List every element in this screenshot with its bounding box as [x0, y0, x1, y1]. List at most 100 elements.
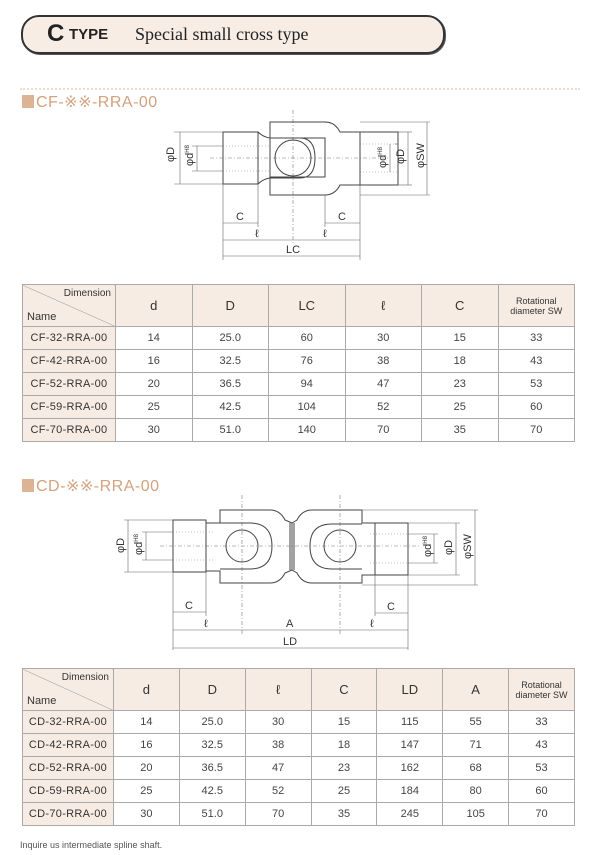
value-cell: 25.0 — [178, 710, 246, 734]
type-subtitle: Special small cross type — [135, 24, 309, 44]
value-cell: 20 — [113, 756, 180, 780]
cross-circle — [274, 139, 312, 177]
value-cell: 68 — [442, 756, 510, 780]
dim-C-right: C — [387, 601, 395, 613]
col-header: C — [310, 668, 378, 711]
model-name-cell: CF-42-RRA-00 — [22, 349, 116, 373]
dim-phid-right: φdH8 — [422, 535, 434, 557]
dim-l-right: ℓ — [323, 228, 327, 240]
value-cell: 38 — [244, 733, 312, 757]
col-header: ℓ — [244, 668, 312, 711]
value-cell: 25 — [310, 779, 378, 803]
dim-C-left: C — [185, 600, 193, 612]
col-header: D — [191, 284, 269, 327]
dim-l-left: ℓ — [255, 228, 259, 240]
value-cell: 147 — [376, 733, 444, 757]
dim-phiSW: φSW — [462, 534, 474, 559]
value-cell: 20 — [115, 372, 193, 396]
right-shaft — [374, 522, 409, 576]
model-name-cell: CD-70-RRA-00 — [22, 802, 114, 826]
value-cell: 245 — [376, 802, 444, 826]
cf-drawing: φD φdH8 φdH8 φD φSW C C ℓ ℓ LC — [165, 110, 430, 260]
dim-phiD-left: φD — [165, 147, 177, 162]
cross-circle-left — [225, 529, 259, 563]
square-bullet-icon — [22, 95, 34, 108]
dim-l-left: ℓ — [204, 618, 208, 630]
value-cell: 43 — [497, 349, 575, 373]
right-yoke — [269, 121, 361, 196]
value-cell: 32.5 — [191, 349, 269, 373]
value-cell: 25 — [115, 395, 193, 419]
value-cell: 36.5 — [191, 372, 269, 396]
value-cell: 38 — [344, 349, 422, 373]
value-cell: 70 — [497, 418, 575, 442]
model-name-cell: CD-59-RRA-00 — [22, 779, 114, 803]
value-cell: 53 — [497, 372, 575, 396]
value-cell: 60 — [497, 395, 575, 419]
dim-phiD-right: φD — [443, 540, 455, 555]
col-header: ℓ — [344, 284, 422, 327]
value-cell: 30 — [344, 326, 422, 350]
section-title-cf: CF-※※-RRA-00 — [22, 92, 158, 112]
col-header: C — [421, 284, 499, 327]
value-cell: 33 — [497, 326, 575, 350]
dim-phid-right: φdH8 — [377, 146, 389, 168]
square-bullet-icon — [22, 479, 34, 492]
value-cell: 16 — [113, 733, 180, 757]
value-cell: 25 — [113, 779, 180, 803]
col-header: LD — [376, 668, 444, 711]
model-name-cell: CF-59-RRA-00 — [22, 395, 116, 419]
value-cell: 55 — [442, 710, 510, 734]
value-cell: 42.5 — [178, 779, 246, 803]
value-cell: 25 — [421, 395, 499, 419]
footnote: Inquire us intermediate spline shaft. — [20, 840, 163, 850]
left-shaft — [172, 519, 207, 573]
value-cell: 14 — [113, 710, 180, 734]
dim-C-right: C — [338, 211, 346, 223]
value-cell: 47 — [244, 756, 312, 780]
model-name-cell: CF-32-RRA-00 — [22, 326, 116, 350]
dim-phiD-right: φD — [395, 149, 407, 164]
value-cell: 52 — [244, 779, 312, 803]
value-cell: 30 — [244, 710, 312, 734]
value-cell: 140 — [268, 418, 346, 442]
value-cell: 25.0 — [191, 326, 269, 350]
type-label: TYPE — [69, 26, 109, 43]
value-cell: 51.0 — [178, 802, 246, 826]
value-cell: 32.5 — [178, 733, 246, 757]
type-header-banner: C TYPE Special small cross type — [21, 15, 445, 54]
dim-phid-left: φdH8 — [133, 533, 145, 555]
value-cell: 14 — [115, 326, 193, 350]
left-yoke — [206, 509, 293, 584]
value-cell: 16 — [115, 349, 193, 373]
value-cell: 42.5 — [191, 395, 269, 419]
value-cell: 15 — [310, 710, 378, 734]
value-cell: 47 — [344, 372, 422, 396]
value-cell: 53 — [508, 756, 575, 780]
model-name-cell: CD-42-RRA-00 — [22, 733, 114, 757]
value-cell: 35 — [421, 418, 499, 442]
value-cell: 18 — [310, 733, 378, 757]
dim-l-right: ℓ — [370, 618, 374, 630]
value-cell: 104 — [268, 395, 346, 419]
dotted-divider — [20, 88, 580, 90]
dim-phiD-left: φD — [115, 538, 127, 553]
value-cell: 18 — [421, 349, 499, 373]
dim-C-left: C — [236, 211, 244, 223]
model-name-cell: CD-52-RRA-00 — [22, 756, 114, 780]
col-header: D — [178, 668, 246, 711]
dim-phid-left: φdH8 — [184, 144, 196, 166]
dim-LC: LC — [286, 244, 300, 256]
value-cell: 30 — [115, 418, 193, 442]
value-cell: 23 — [421, 372, 499, 396]
